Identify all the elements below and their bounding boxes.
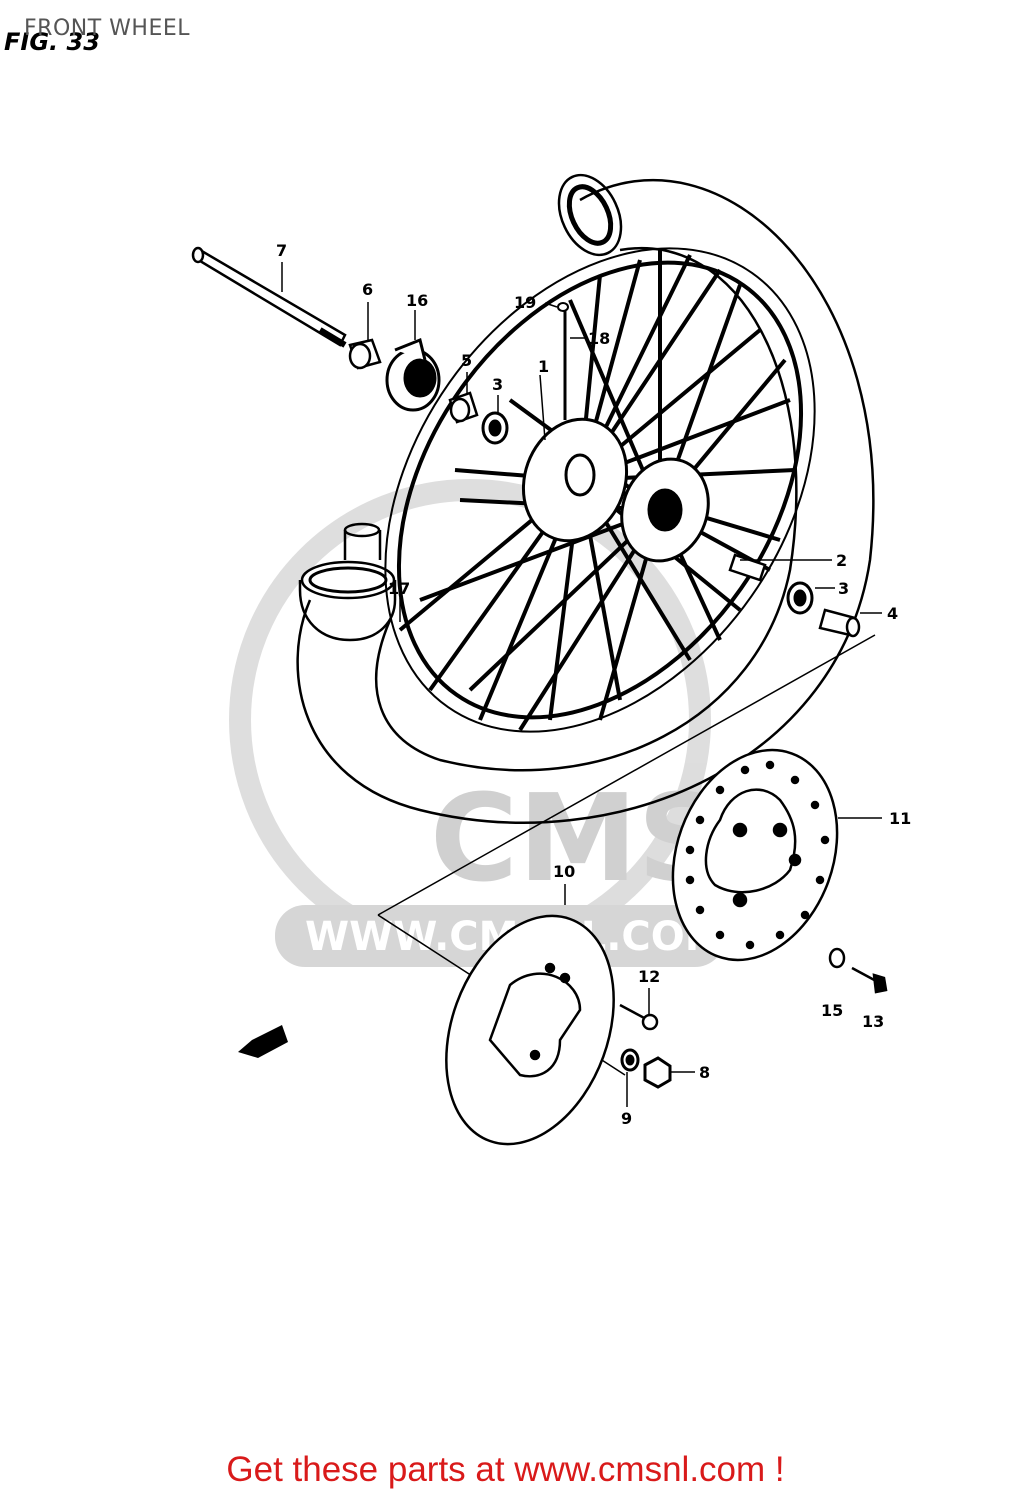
- spacer-2: [728, 553, 767, 582]
- nut-8: [643, 1056, 672, 1089]
- figure-number: FIG. 33: [4, 28, 100, 56]
- disc-cover: [445, 914, 615, 1146]
- axle: [191, 246, 347, 348]
- callout-15: 15: [821, 1001, 843, 1020]
- callout-8: 8: [699, 1063, 710, 1082]
- collar-6: [348, 338, 382, 370]
- valve: [557, 302, 569, 420]
- bolt-13: [851, 966, 888, 994]
- callout-6: 6: [362, 280, 373, 299]
- callout-16: 16: [406, 291, 428, 310]
- callout-10: 10: [553, 862, 575, 881]
- callout-5: 5: [461, 351, 472, 370]
- callout-4: 4: [887, 604, 898, 623]
- callout-3-lower: 3: [838, 579, 849, 598]
- washer-15: [828, 947, 846, 969]
- callout-2: 2: [836, 551, 847, 570]
- bearing-upper: [481, 411, 509, 445]
- callout-labels: 1 2 3 3 4 5 6 7 8 9 10 11 12 13 15 16 17…: [276, 241, 911, 1128]
- bearing-lower: [786, 581, 814, 615]
- spacer-5: [448, 391, 479, 424]
- callout-9: 9: [621, 1109, 632, 1128]
- callout-18: 18: [588, 329, 610, 348]
- callout-1: 1: [538, 357, 549, 376]
- washer-9: [620, 1048, 640, 1072]
- tire: [296, 173, 875, 824]
- callout-17: 17: [388, 579, 410, 598]
- front-direction-arrow-icon: [238, 1025, 288, 1058]
- bolt-12: [619, 1003, 659, 1031]
- leader-lines: [281, 262, 882, 1107]
- hub: [521, 417, 710, 563]
- rim: [384, 247, 816, 733]
- callout-19: 19: [514, 293, 536, 312]
- footer-parts-link[interactable]: Get these parts at www.cmsnl.com !: [226, 1450, 785, 1489]
- brake-disc: [671, 748, 839, 962]
- callout-12: 12: [638, 967, 660, 986]
- callout-3-upper: 3: [492, 375, 503, 394]
- callout-13: 13: [862, 1012, 884, 1031]
- spacer-4: [818, 608, 861, 638]
- diagram-title: FRONT WHEEL: [24, 16, 190, 41]
- speedometer-gearbox: [385, 337, 441, 412]
- callout-7: 7: [276, 241, 287, 260]
- callout-11: 11: [889, 809, 911, 828]
